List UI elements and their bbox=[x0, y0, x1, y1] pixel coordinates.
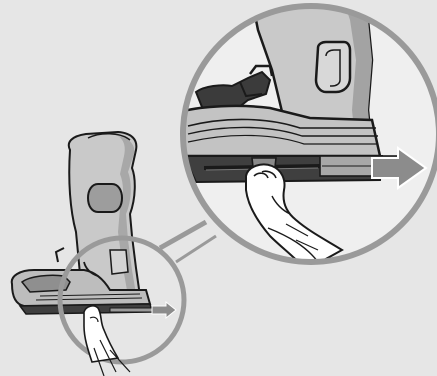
hand-small bbox=[84, 306, 130, 376]
headrest-wing bbox=[88, 184, 122, 212]
overview-car-seat bbox=[12, 132, 176, 318]
pull-arrow-small bbox=[152, 302, 176, 318]
